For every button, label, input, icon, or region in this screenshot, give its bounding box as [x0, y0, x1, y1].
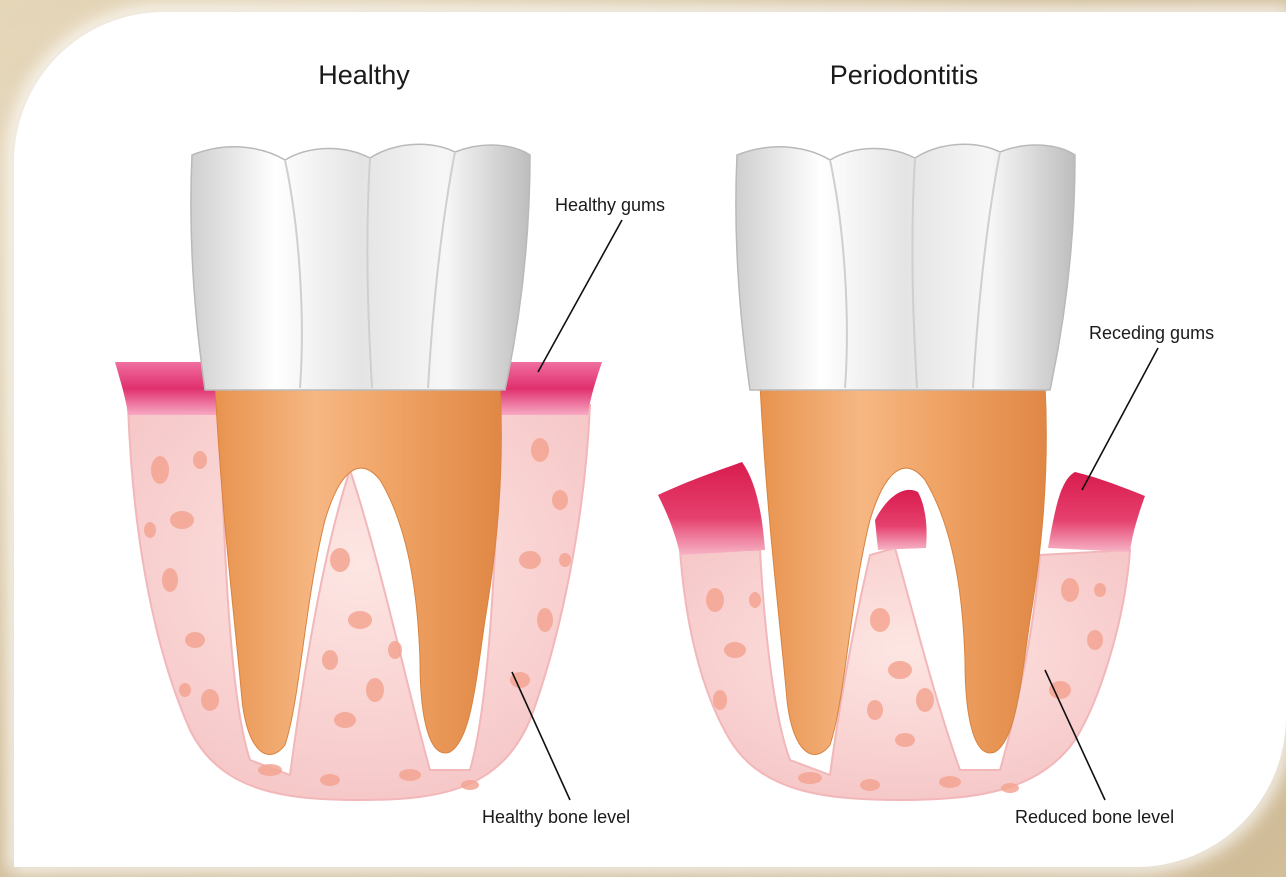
healthy-gums-label: Healthy gums: [555, 195, 665, 215]
healthy-panel: Healthy Healthy gums Healthy bo: [115, 60, 665, 827]
periodontitis-diagram: Healthy Healthy gums Healthy bo: [14, 12, 1286, 867]
reduced-bone-level-label: Reduced bone level: [1015, 807, 1174, 827]
periodontitis-crown: [736, 144, 1075, 390]
periodontitis-gum-right: [1048, 472, 1145, 552]
periodontitis-gum-left: [658, 462, 765, 555]
periodontitis-panel: Periodontitis Receding gums Reduced bone…: [658, 60, 1214, 827]
receding-gums-leader: [1082, 348, 1158, 490]
healthy-bone-level-label: Healthy bone level: [482, 807, 630, 827]
periodontitis-gum-mid: [875, 490, 927, 550]
image-frame: Healthy Healthy gums Healthy bo: [14, 12, 1286, 867]
receding-gums-label: Receding gums: [1089, 323, 1214, 343]
healthy-crown: [191, 144, 530, 390]
healthy-gums-leader: [538, 220, 622, 372]
healthy-title: Healthy: [318, 60, 410, 90]
periodontitis-title: Periodontitis: [830, 60, 979, 90]
healthy-gum-right: [498, 362, 602, 415]
